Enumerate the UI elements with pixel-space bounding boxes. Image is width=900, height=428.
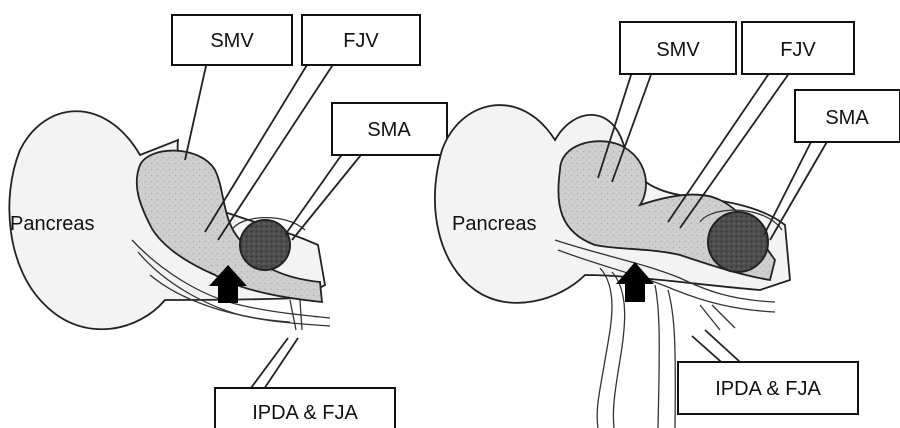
svg-text:SMV: SMV [656, 39, 700, 61]
right-label-ipda-fja: IPDA & FJA [678, 330, 858, 414]
left-label-sma: SMA [285, 103, 447, 240]
left-label-ipda-fja: IPDA & FJA [215, 338, 395, 428]
right-label-sma: SMA [764, 90, 900, 240]
svg-text:FJV: FJV [780, 39, 816, 61]
svg-text:SMV: SMV [210, 30, 254, 52]
left-sma-circle [240, 220, 290, 270]
svg-text:FJV: FJV [343, 30, 379, 52]
svg-text:SMA: SMA [367, 119, 411, 141]
left-label-smv: SMV [172, 15, 292, 160]
svg-text:IPDA & FJA: IPDA & FJA [252, 402, 358, 424]
svg-text:IPDA & FJA: IPDA & FJA [715, 378, 821, 400]
right-sma-circle [708, 212, 768, 272]
left-label-pancreas: Pancreas [10, 213, 95, 235]
right-label-pancreas: Pancreas [452, 213, 537, 235]
svg-text:SMA: SMA [825, 107, 869, 129]
